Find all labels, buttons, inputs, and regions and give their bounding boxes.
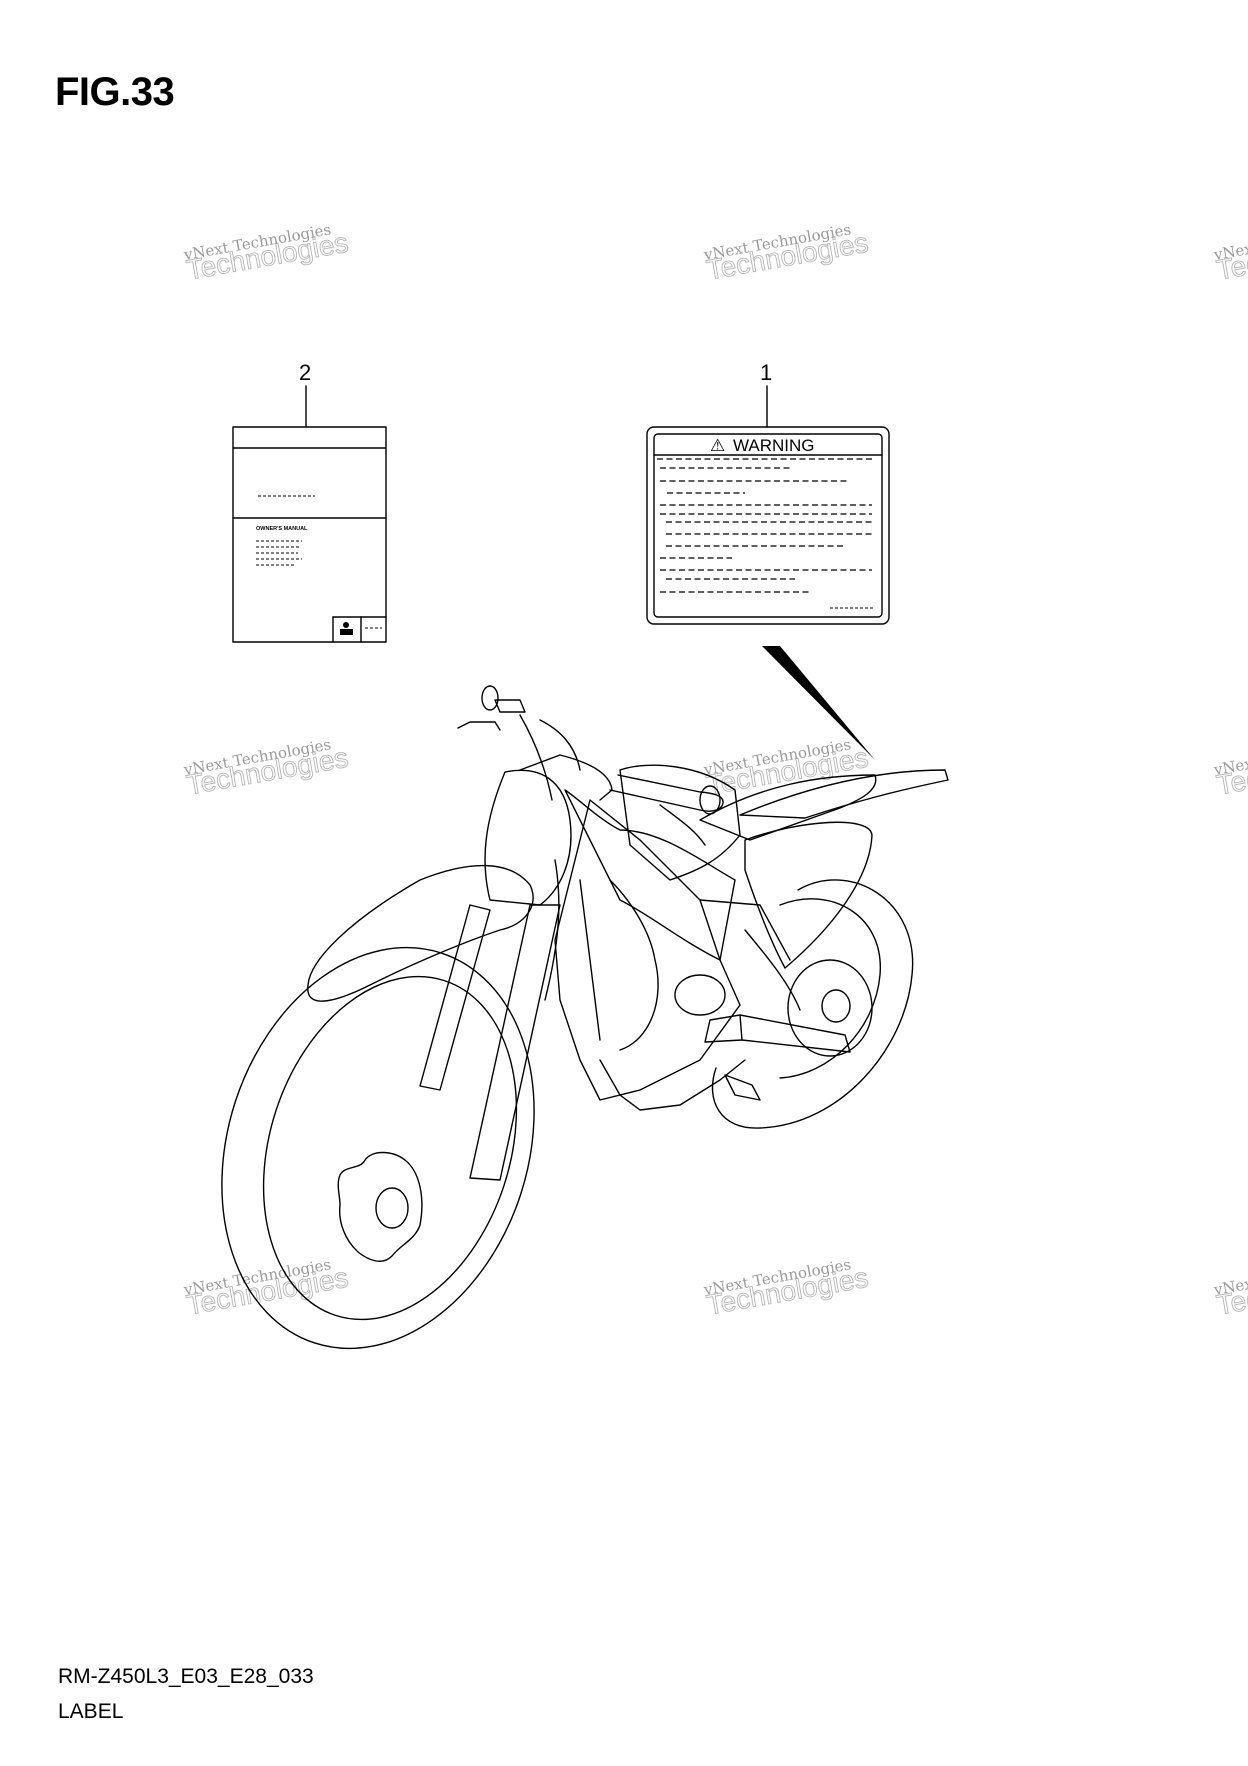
warning-title: WARNING [733, 436, 815, 455]
watermarks: Technologies vNext Technologies Technolo… [182, 220, 1248, 1321]
watermark-small-text: vNext Technologies [1212, 735, 1248, 779]
engine-cylinder [609, 879, 659, 1051]
engine-cover [674, 974, 726, 1016]
seat [699, 774, 877, 841]
fork-left [419, 904, 491, 1091]
warning-label-outline [646, 426, 890, 625]
fork-right [469, 904, 561, 1181]
label-location-pointer [762, 646, 875, 760]
rear-tire [711, 879, 914, 1129]
watermark: Technologies vNext Technologies [702, 1255, 871, 1321]
left-grip-end [481, 685, 499, 711]
watermark: Technologies vNext Technologies [1212, 735, 1248, 801]
owners-manual-heading: OWNER'S MANUAL [256, 526, 308, 532]
suzuki-logo-icon [343, 622, 349, 628]
footpeg [724, 1074, 761, 1101]
throttle-cable [539, 719, 581, 771]
handlebar-left [519, 714, 553, 801]
engine-block [554, 799, 741, 1101]
figure-title: FIG.33 [55, 70, 175, 114]
top-clamp [519, 754, 613, 801]
rear-rim [779, 898, 881, 1079]
swingarm-pivot [704, 1014, 743, 1043]
watermark: Technologies vNext Technologies [702, 735, 871, 801]
callout-number-2: 2 [299, 360, 311, 385]
watermark: Technologies vNext Technologies [182, 220, 351, 286]
diagram-caption: LABEL [58, 1700, 124, 1723]
left-grip [494, 699, 526, 713]
number-plate [484, 769, 572, 906]
warning-label: ⚠ WARNING [646, 426, 890, 625]
handlebar-right [609, 774, 724, 812]
watermark-small-text: vNext Technologies [1212, 1255, 1248, 1299]
owners-manual: OWNER'S MANUAL [232, 426, 387, 643]
rear-axle [821, 989, 851, 1023]
watermark: Technologies vNext Technologies [182, 735, 351, 801]
suzuki-logo-icon [340, 629, 353, 635]
front-brake-lever [457, 721, 501, 731]
front-fender [307, 864, 534, 1002]
motorcycle-drawing [221, 685, 949, 1350]
callout-number-1: 1 [760, 360, 772, 385]
warning-icon: ⚠ [710, 436, 725, 455]
front-axle [375, 1187, 409, 1229]
clutch-lever [659, 804, 706, 846]
rear-hub [787, 959, 873, 1057]
frame-spar [699, 899, 791, 961]
brake-hose [544, 859, 560, 1001]
radiator-shroud [564, 789, 736, 961]
shock-absorber [744, 929, 801, 1011]
watermark: Technologies vNext Technologies [1212, 220, 1248, 286]
fuel-tank [619, 764, 741, 881]
swingarm [739, 1014, 851, 1053]
front-tire [221, 946, 535, 1350]
skid-plate [599, 1059, 746, 1111]
front-brake-disc [337, 1151, 423, 1262]
watermark-small-text: vNext Technologies [1212, 220, 1248, 264]
frame-downtube [579, 879, 601, 1041]
watermark: Technologies vNext Technologies [702, 220, 871, 286]
watermark: Technologies vNext Technologies [1212, 1255, 1248, 1321]
diagram-code: RM-Z450L3_E03_E28_033 [58, 1665, 314, 1688]
warning-label-inner-border [653, 433, 883, 618]
right-grip [699, 785, 721, 815]
front-rim [262, 975, 518, 1321]
owners-manual-outline [232, 426, 387, 643]
side-cover [744, 821, 873, 969]
